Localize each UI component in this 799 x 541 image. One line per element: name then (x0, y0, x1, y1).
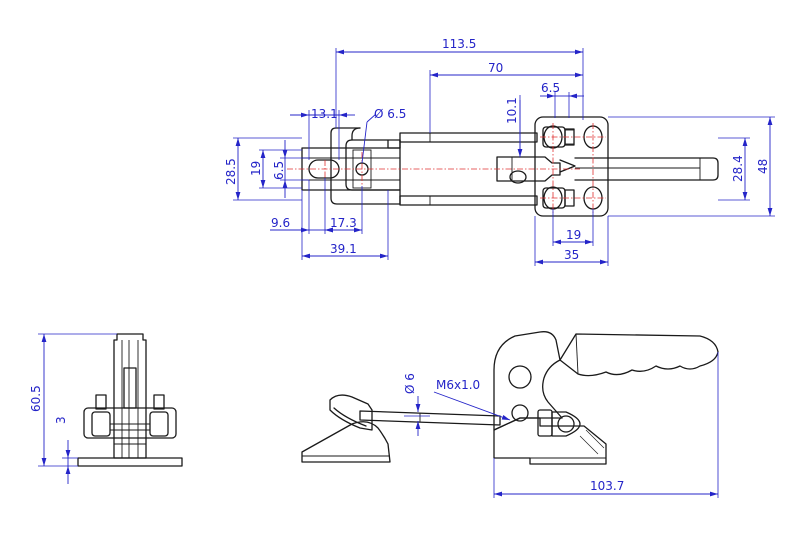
dim-19-left: 19 (249, 161, 263, 176)
dim-39-1: 39.1 (330, 242, 357, 256)
dim-3: 3 (54, 416, 68, 424)
threaded-rod (359, 410, 501, 426)
dim-10-1: 10.1 (505, 97, 519, 124)
latch-plate (301, 147, 401, 191)
front-body (113, 333, 147, 459)
dim-6-5-left: 6.5 (272, 161, 286, 180)
front-base-plate (77, 457, 183, 467)
dim-103-7: 103.7 (590, 479, 624, 493)
clamp-base (493, 417, 607, 465)
dim-dia-6: Ø 6 (403, 373, 417, 394)
dim-60-5: 60.5 (29, 385, 43, 412)
dim-113-5: 113.5 (442, 37, 476, 51)
dim-70: 70 (488, 61, 503, 75)
top-view: 113.5 70 6.5 10.1 13.1 Ø 6.5 28.5 19 6.5… (224, 37, 775, 266)
front-view: 60.5 3 (29, 333, 183, 484)
dim-6-5-top: 6.5 (541, 81, 560, 95)
clamp-handle (559, 333, 719, 377)
latch-hook-inner (351, 127, 401, 149)
hook-profile (329, 394, 373, 431)
dim-13-1: 13.1 (311, 107, 338, 121)
handle-top (574, 157, 719, 181)
dim-9-6: 9.6 (271, 216, 290, 230)
latch-hook-outline (330, 127, 401, 205)
dim-35: 35 (564, 248, 579, 262)
dim-48: 48 (756, 159, 770, 174)
dim-19-bottom: 19 (566, 228, 581, 242)
dim-28-4: 28.4 (731, 155, 745, 182)
dim-thread: M6x1.0 (436, 378, 480, 392)
dim-17-3: 17.3 (330, 216, 357, 230)
dim-28-5: 28.5 (224, 158, 238, 185)
base-plate-top (534, 116, 609, 217)
body-hole (508, 365, 532, 389)
rod-lower (399, 195, 538, 206)
catch-plate (301, 421, 391, 463)
side-view: 103.7 Ø 6 M6x1.0 (301, 331, 719, 498)
rod-upper (399, 132, 538, 143)
dim-dia-6-5: Ø 6.5 (374, 107, 406, 121)
